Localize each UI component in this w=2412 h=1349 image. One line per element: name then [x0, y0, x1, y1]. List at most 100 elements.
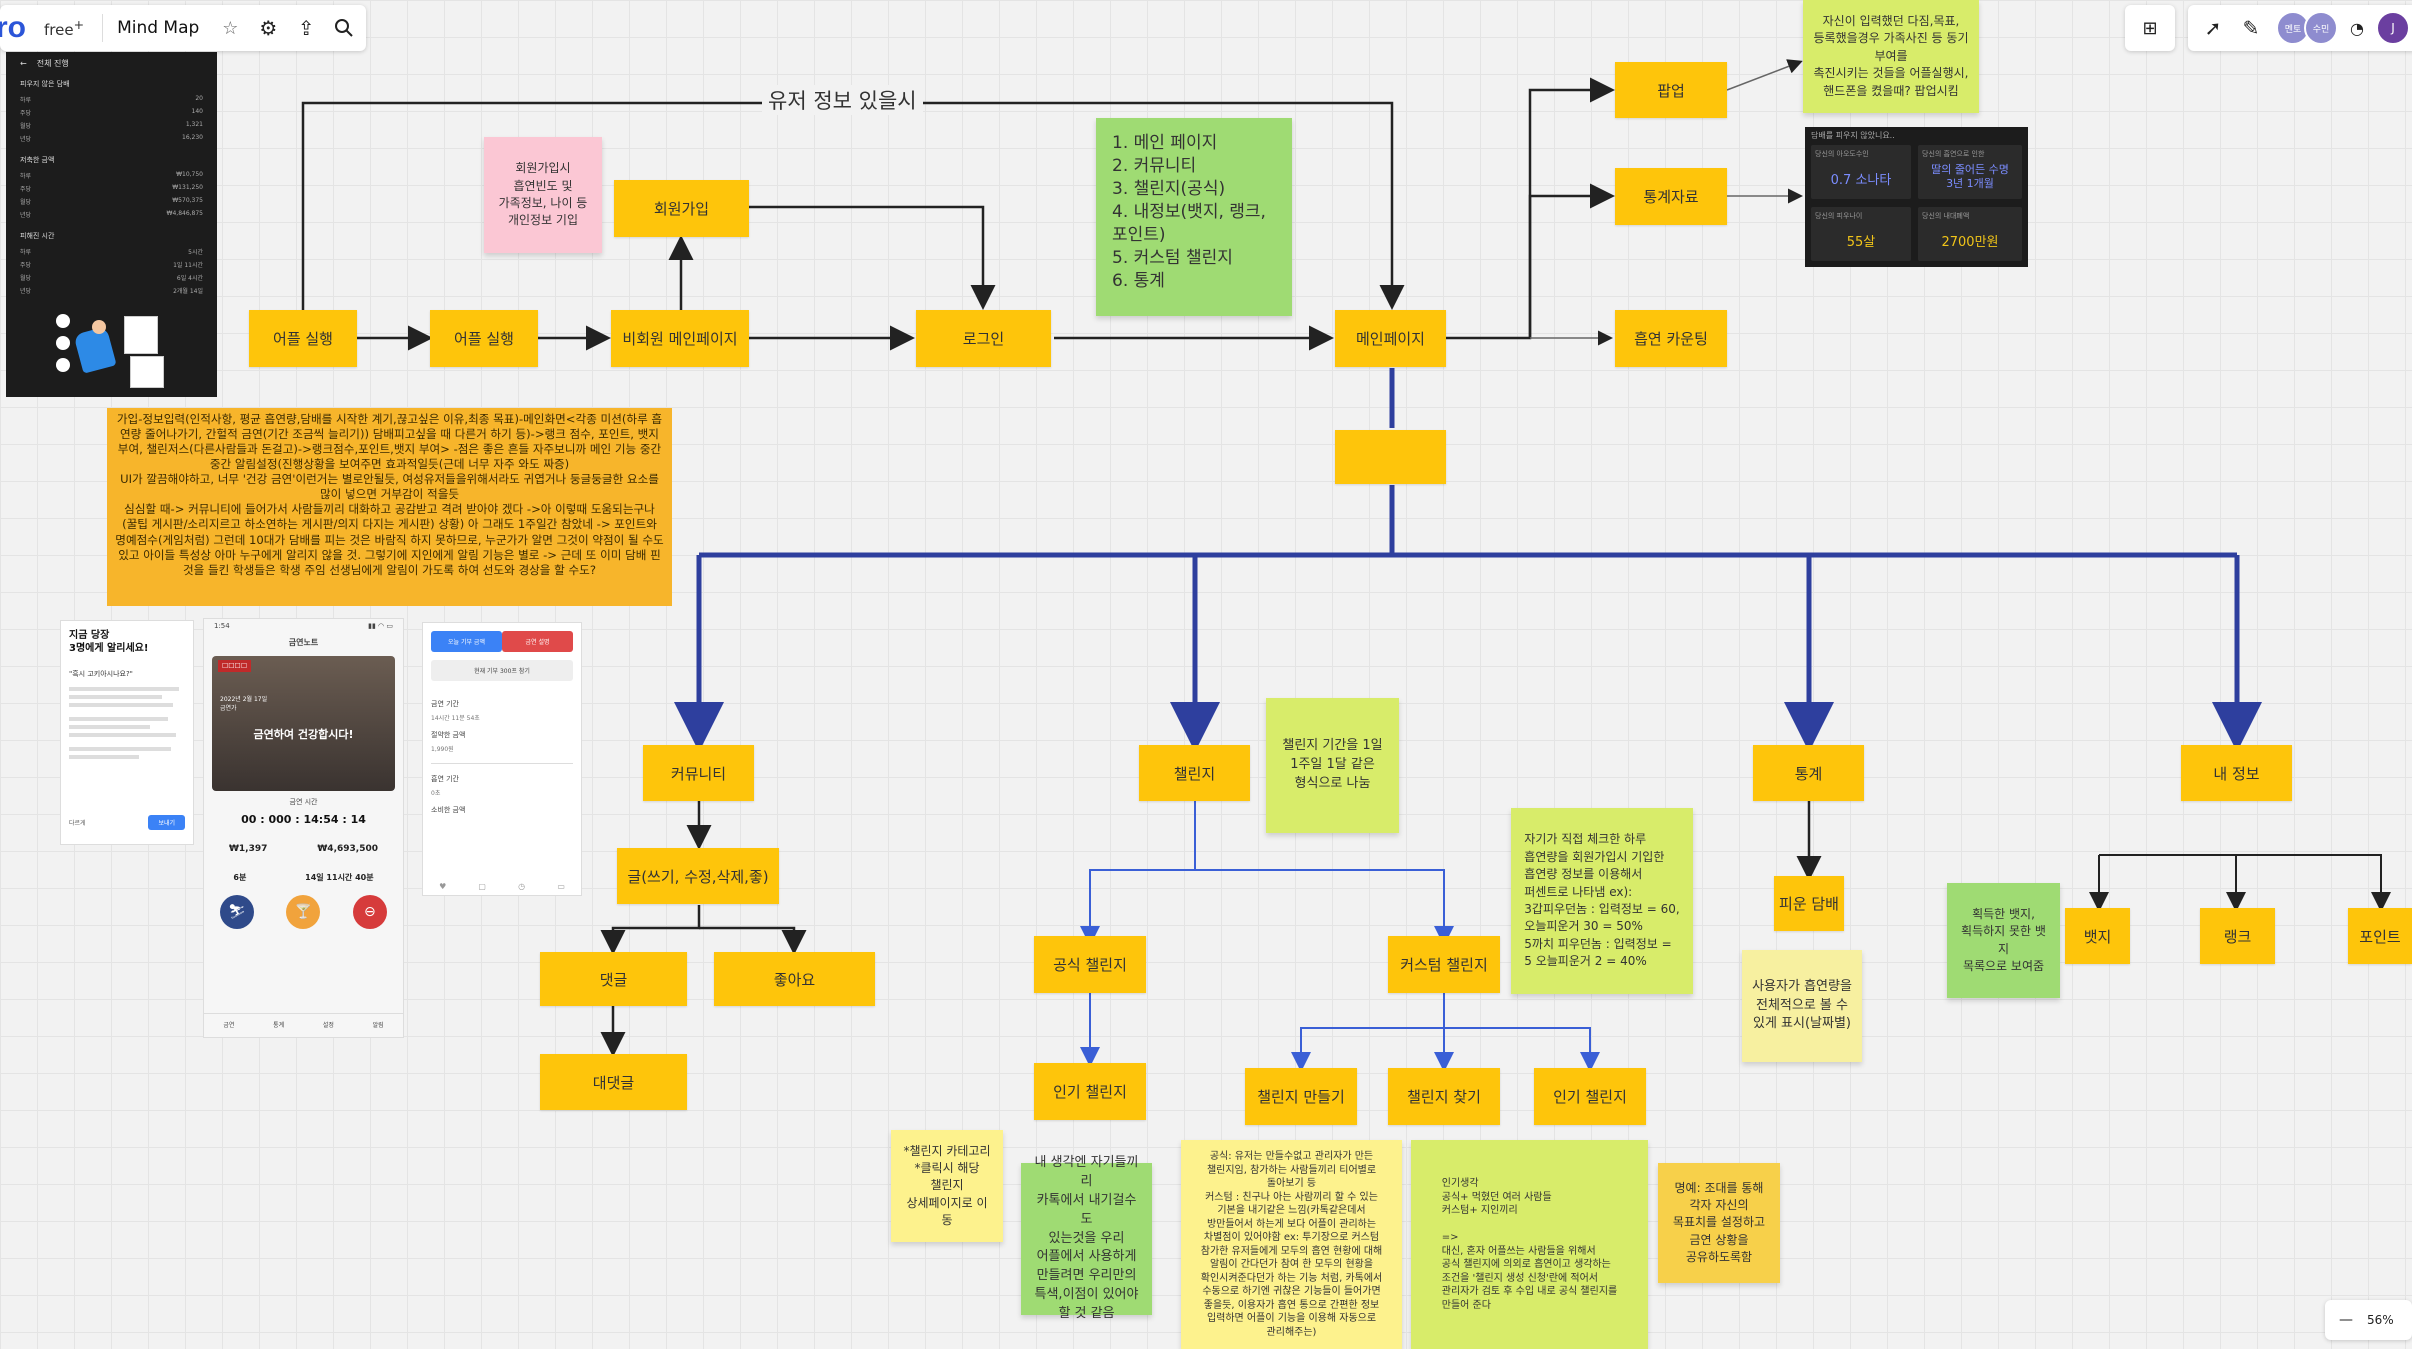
plan-badge[interactable]: free+	[44, 17, 85, 39]
send-button[interactable]: 보내기	[148, 815, 185, 830]
bell-icon[interactable]: ◔	[2350, 18, 2364, 38]
stat-row-value: ₩10,750	[176, 171, 203, 178]
phone-tab[interactable]: 금연	[223, 1022, 235, 1029]
tab-icon[interactable]: ▢	[478, 882, 486, 891]
sticky-badge-note[interactable]: 획득한 뱃지, 획득하지 못한 뱃지 목록으로 보여줌	[1947, 883, 2060, 998]
sticky-challenge-category[interactable]: *챌린지 카테고리 *클릭시 해당 챌린지 상세페이지로 이동	[891, 1130, 1003, 1242]
node-app-run-2[interactable]: 어플 실행	[430, 310, 538, 367]
search-icon[interactable]	[325, 9, 363, 47]
node-stats-data[interactable]: 통계자료	[1615, 168, 1727, 225]
node-login[interactable]: 로그인	[916, 310, 1051, 367]
phone-tab[interactable]: 알림	[372, 1022, 384, 1029]
sticky-smoked-display[interactable]: 사용자가 흡연량을 전체적으로 볼 수 있게 표시(날짜별)	[1742, 950, 1862, 1062]
sticky-popular-note[interactable]: 인기생각 공식+ 먹혔던 여러 사람들 커스텀+ 지인끼리 => 대신, 혼자 …	[1411, 1140, 1648, 1349]
node-official-challenge[interactable]: 공식 챌린지	[1034, 936, 1146, 993]
node-points[interactable]: 포인트	[2348, 908, 2412, 964]
node-find-challenge[interactable]: 챌린지 찾기	[1388, 1068, 1500, 1125]
cursor-icon[interactable]: ➚	[2204, 16, 2222, 40]
stat-row: 주당₩131,250	[20, 184, 203, 193]
panel-title: 전체 진행	[36, 59, 69, 68]
stats-panel-header: 담배를 피우지 않았니요..	[1811, 131, 1895, 140]
phone-tab[interactable]: 통계	[273, 1022, 285, 1029]
tab-icon[interactable]: ◷	[518, 882, 526, 891]
node-smoke-counting[interactable]: 흡연 카운팅	[1615, 310, 1727, 367]
stat-card-value: 55살	[1846, 235, 1876, 250]
stat-row-value: 16,230	[182, 134, 203, 141]
reaction-icon[interactable]: ✎	[2242, 16, 2260, 40]
zoom-level[interactable]: 56%	[2367, 1313, 2394, 1327]
node-main-page[interactable]: 메인페이지	[1335, 310, 1446, 367]
node-popular-challenge-1[interactable]: 인기 챌린지	[1034, 1063, 1146, 1120]
node-comment[interactable]: 댓글	[540, 952, 687, 1006]
donation-button[interactable]: 오늘 기부 금액	[431, 631, 502, 652]
stat-card-2: 당신의 피우나이 55살	[1811, 207, 1911, 261]
heart-icon[interactable]: ♥	[439, 882, 447, 891]
menu-list-item: 5. 커스텀 챌린지	[1112, 247, 1233, 268]
stat-card-label: 당신의 내대폐액	[1922, 212, 1970, 220]
share-upload-icon[interactable]: ⇪	[297, 16, 315, 40]
sticky-popup-note[interactable]: 자신이 입력했던 다짐,목표, 등록했을경우 가족사진 등 동기부여를 촉진시키…	[1803, 0, 1979, 113]
node-make-challenge[interactable]: 챌린지 만들기	[1245, 1068, 1357, 1125]
settings-icon[interactable]: ⚙	[259, 16, 278, 40]
board-title[interactable]: Mind Map	[117, 18, 200, 38]
walk-icon[interactable]: ⛷	[220, 895, 255, 929]
stat-row-value: ₩131,250	[172, 184, 203, 191]
stat-value: 14시간 11분 54초	[431, 715, 480, 722]
node-popular-challenge-2[interactable]: 인기 챌린지	[1534, 1068, 1646, 1125]
board-toolbar: ro free+ Mind Map ☆ ⚙ ⇪	[0, 5, 366, 51]
sticky-official-custom-note[interactable]: 공식: 유저는 만들수없고 관리자가 만든 챌린지임, 참가하는 사람들끼리 티…	[1181, 1140, 1402, 1349]
node-blank[interactable]	[1335, 430, 1446, 484]
stat-row-label: 하루	[20, 173, 32, 180]
zoom-out-button[interactable]: —	[2339, 1312, 2353, 1328]
sticky-stats-calc[interactable]: 자기가 직접 체크한 하루 흡연량을 회원가입시 기입한 흡연량 정보를 이용해…	[1511, 808, 1693, 994]
node-badge[interactable]: 뱃지	[2065, 908, 2130, 964]
node-cigarettes-smoked[interactable]: 피운 담배	[1774, 876, 1844, 931]
apps-add-icon[interactable]: ⊞	[2142, 17, 2158, 39]
description-button[interactable]: 금연 설명	[502, 631, 573, 652]
node-like[interactable]: 좋아요	[714, 952, 875, 1006]
node-reply[interactable]: 대댓글	[540, 1054, 687, 1110]
node-app-run-1[interactable]: 어플 실행	[249, 310, 357, 367]
node-statistics[interactable]: 통계	[1753, 745, 1864, 801]
stat-row-label: 월당	[20, 199, 32, 206]
smoke-free-time-label: 금연 시간	[289, 798, 318, 806]
phone-tab[interactable]: 설정	[322, 1022, 334, 1029]
avatar[interactable]: 수민	[2304, 11, 2338, 45]
node-popup[interactable]: 팝업	[1615, 62, 1727, 118]
smoke-free-counter: 00 : 000 : 14:54 : 14	[241, 813, 366, 826]
node-signup[interactable]: 회원가입	[614, 180, 749, 237]
menu-list-item: 6. 통계	[1112, 270, 1165, 291]
sticky-rank-note[interactable]: 명예: 조대를 통해 각자 자신의 목표치를 설정하고 금연 상황을 공유하도록…	[1658, 1163, 1780, 1283]
node-challenge[interactable]: 챌린지	[1139, 745, 1250, 801]
stat-row-value: 2개월 14일	[173, 288, 203, 295]
tab-icon[interactable]: ▭	[557, 882, 565, 891]
stat-row-label: 월당	[20, 275, 32, 282]
sticky-signup-note[interactable]: 회원가입시 흡연빈도 및 가족정보, 나이 등 개인정보 기입	[484, 137, 602, 253]
sticky-green-idea[interactable]: 내 생각엔 자기들끼리 카톡에서 내기걸수도 있는것을 우리 어플에서 사용하게…	[1021, 1155, 1152, 1321]
node-my-info[interactable]: 내 정보	[2181, 745, 2292, 801]
stat-row-value: 20	[195, 95, 203, 102]
sticky-orange-brainstorm[interactable]: 가입-정보입력(인적사항, 평균 흡연량,담배를 시작한 계기,끊고싶은 이유,…	[107, 408, 672, 606]
star-icon[interactable]: ☆	[222, 17, 239, 39]
node-guest-main[interactable]: 비회원 메인페이지	[611, 310, 749, 367]
stat-label: 흡연 기간	[431, 775, 459, 783]
node-rank[interactable]: 랭크	[2200, 908, 2275, 964]
sticky-challenge-period[interactable]: 챌린지 기간을 1일 1주일 1달 같은 형식으로 나눔	[1266, 698, 1399, 833]
menu-list-item: 3. 챌린지(공식)	[1112, 178, 1226, 199]
stat-card-value: 0.7 소나타	[1830, 173, 1892, 188]
share-cta[interactable]: 다르게	[69, 820, 86, 827]
node-community[interactable]: 커뮤니티	[643, 745, 754, 801]
node-post-write[interactable]: 글(쓰기, 수정,삭제,좋)	[617, 848, 779, 904]
stat-card-value: 딸의 줄어든 수명 3년 1개월	[1931, 163, 2009, 191]
grey-button[interactable]: 현재 기부 300프 참기	[431, 660, 573, 681]
stop-icon[interactable]: ⊖	[352, 895, 387, 929]
app-logo[interactable]: ro	[0, 11, 26, 44]
node-custom-challenge[interactable]: 커스텀 챌린지	[1388, 936, 1500, 993]
phone-mockup-main: 1:54 ▮▮ ◠ ▭ 금연노트 ☐☐☐☐ 2022년 2월 17일 금연가 금…	[203, 618, 404, 1038]
user-avatar[interactable]: J	[2376, 11, 2410, 45]
drink-icon[interactable]: 🍸	[286, 895, 321, 929]
